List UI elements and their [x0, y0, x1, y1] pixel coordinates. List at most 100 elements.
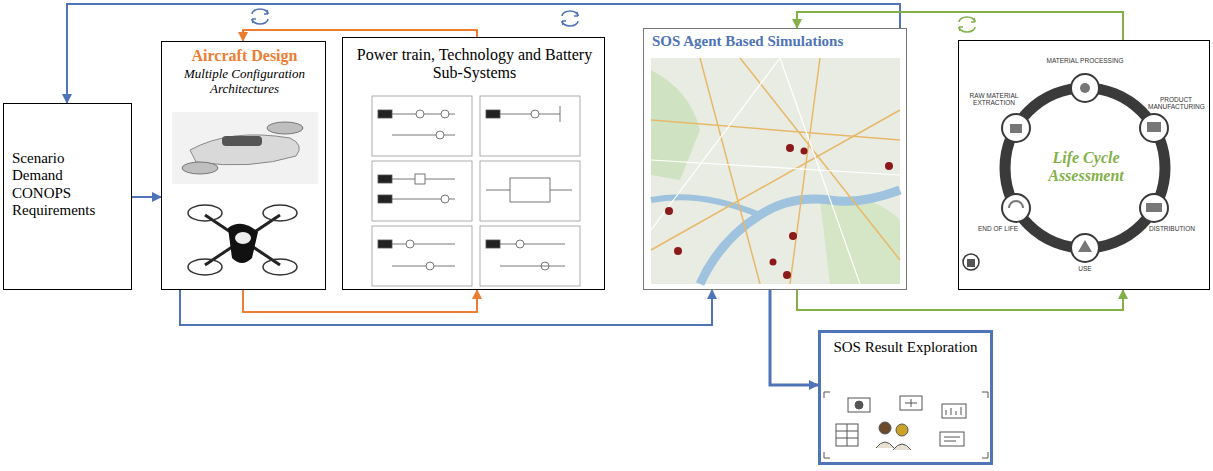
aircraft-ground: [172, 112, 318, 184]
battery: [378, 240, 392, 248]
wire: [500, 114, 560, 115]
box-title: SOS Result Exploration: [831, 339, 980, 356]
motor: [426, 262, 434, 270]
rotor: [188, 259, 222, 275]
bracket: [824, 392, 988, 458]
pie-panel: [848, 398, 870, 412]
flow-connector: [180, 290, 712, 325]
bin-icon: [963, 254, 979, 270]
rotor: [263, 205, 297, 221]
motor: [516, 240, 524, 248]
battery: [486, 240, 500, 248]
bin: [967, 259, 975, 267]
cycle-arc: [959, 27, 975, 32]
cycle-head: [574, 12, 578, 16]
powertrain-schematics: [372, 96, 580, 286]
generator: [510, 178, 550, 202]
process-box: Life Cycle Assessment: [958, 40, 1210, 290]
flow-connector: [797, 290, 1123, 310]
box-title: SOS Agent Based Simulations: [652, 33, 900, 50]
stage-label: RAW MATERIAL EXTRACTION: [969, 92, 1019, 106]
stage-icon: [1071, 74, 1099, 102]
cycle-icon: [252, 9, 268, 24]
wire: [392, 266, 455, 267]
propeller: [560, 106, 561, 122]
vertiport-dots: [665, 144, 893, 279]
cycle-head: [252, 19, 256, 23]
flow-connector: [770, 290, 818, 385]
box-title: Scenario Demand CONOPS Requirements: [12, 150, 112, 219]
stage-icon: [1140, 114, 1168, 142]
schematic-panel: [480, 226, 580, 286]
table-grid: [836, 424, 858, 446]
flow-connector: [67, 4, 900, 103]
chart-panel: [942, 404, 966, 418]
schematic-panel: [372, 161, 472, 221]
flow-connector: [243, 290, 477, 312]
vertiport-dot: [665, 207, 673, 215]
cycle-icon: [959, 17, 975, 32]
truck: [1146, 203, 1162, 212]
cycle-title: Life Cycle Assessment: [1026, 149, 1146, 186]
stage-icon: [1071, 234, 1099, 262]
rotor: [263, 259, 297, 275]
road: [651, 58, 900, 284]
cycle-arc: [562, 21, 578, 26]
stage-icon: [1002, 194, 1030, 222]
process-box: Aircraft DesignMultiple Configuration Ar…: [161, 41, 326, 290]
battery: [378, 175, 392, 183]
flow-connector: [797, 12, 1123, 40]
stage-icon: [1140, 194, 1168, 222]
result-box: SOS Result Exploration: [818, 330, 993, 465]
bars: [946, 407, 961, 415]
motor: [441, 110, 449, 118]
mine: [1010, 124, 1022, 133]
vertiport-dot: [789, 232, 797, 240]
schematic-panel: [480, 96, 580, 156]
vertiport-dot: [786, 144, 794, 152]
road: [651, 58, 900, 284]
recycle: [1009, 201, 1023, 208]
gear: [1080, 83, 1090, 93]
box-title: Aircraft Design: [166, 47, 323, 65]
stage-label: PRODUCT MANUFACTURING: [1148, 96, 1204, 110]
arm: [205, 215, 280, 265]
rotor: [182, 162, 218, 174]
rotor: [267, 122, 303, 134]
vertiport-dot: [674, 247, 682, 255]
battery: [378, 195, 392, 203]
river: [651, 197, 760, 215]
battery: [486, 110, 500, 118]
sheet-lines: [944, 437, 960, 441]
wire: [500, 266, 565, 267]
cycle-head: [971, 18, 975, 22]
stage-label: USE: [1075, 265, 1095, 272]
factory: [1147, 122, 1161, 132]
cycle-arc: [562, 11, 578, 16]
cabin: [228, 224, 258, 263]
box-subtitle: Multiple Configuration Architectures: [172, 67, 317, 97]
process-box: SOS Agent Based Simulations: [643, 28, 907, 290]
motor: [406, 240, 414, 248]
process-box: Power train, Technology and Battery Sub-…: [342, 37, 605, 290]
wire: [392, 135, 455, 136]
wire: [392, 244, 455, 245]
motor: [531, 110, 539, 118]
schematic-panel: [372, 96, 472, 156]
powertrain-parts: [378, 106, 572, 270]
park: [651, 70, 700, 180]
aircraft-body: [190, 135, 299, 165]
cockpit: [222, 136, 262, 146]
table-panel: [836, 424, 858, 446]
cycle-arc: [252, 9, 268, 14]
motor: [436, 131, 444, 139]
stage-label: MATERIAL PROCESSING: [1040, 57, 1130, 64]
cycle-icon: [562, 11, 578, 26]
quadcopter-sketch: [188, 205, 297, 275]
vertiport-dot: [885, 162, 893, 170]
motor: [416, 110, 424, 118]
schematic-panel: [480, 161, 580, 221]
cycle-head: [562, 21, 566, 25]
